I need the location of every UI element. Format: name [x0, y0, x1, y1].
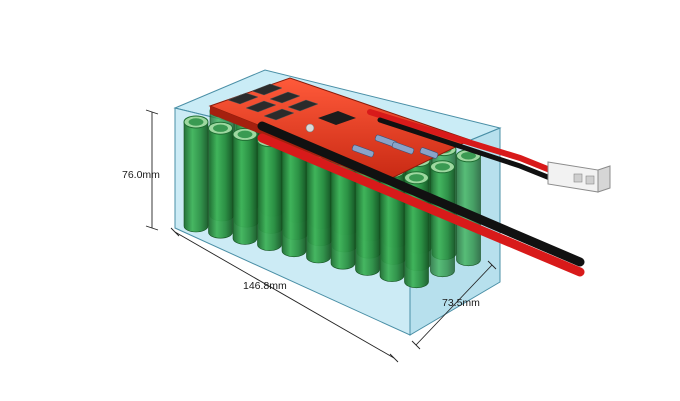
battery-cell — [183, 115, 209, 233]
battery-cell — [208, 121, 233, 239]
battery-cell — [232, 127, 258, 245]
dimension-height-label: 76.0mm — [122, 169, 160, 181]
dimension-width-label: 73.5mm — [442, 297, 480, 309]
pcb-mosfets — [227, 83, 319, 121]
pcb-chip — [305, 111, 356, 133]
connector-plug — [547, 161, 611, 193]
dimension-lines — [145, 109, 497, 363]
red-wire-lower — [257, 133, 585, 277]
battery-cell — [257, 134, 282, 251]
black-wire-lower — [257, 121, 585, 267]
battery-cell — [430, 160, 455, 278]
black-wire-upper — [377, 117, 553, 181]
dimension-length-label: 146.8mm — [243, 280, 287, 292]
red-wire-upper — [367, 109, 553, 173]
wires — [257, 109, 585, 277]
pcb-resistors — [351, 134, 439, 159]
